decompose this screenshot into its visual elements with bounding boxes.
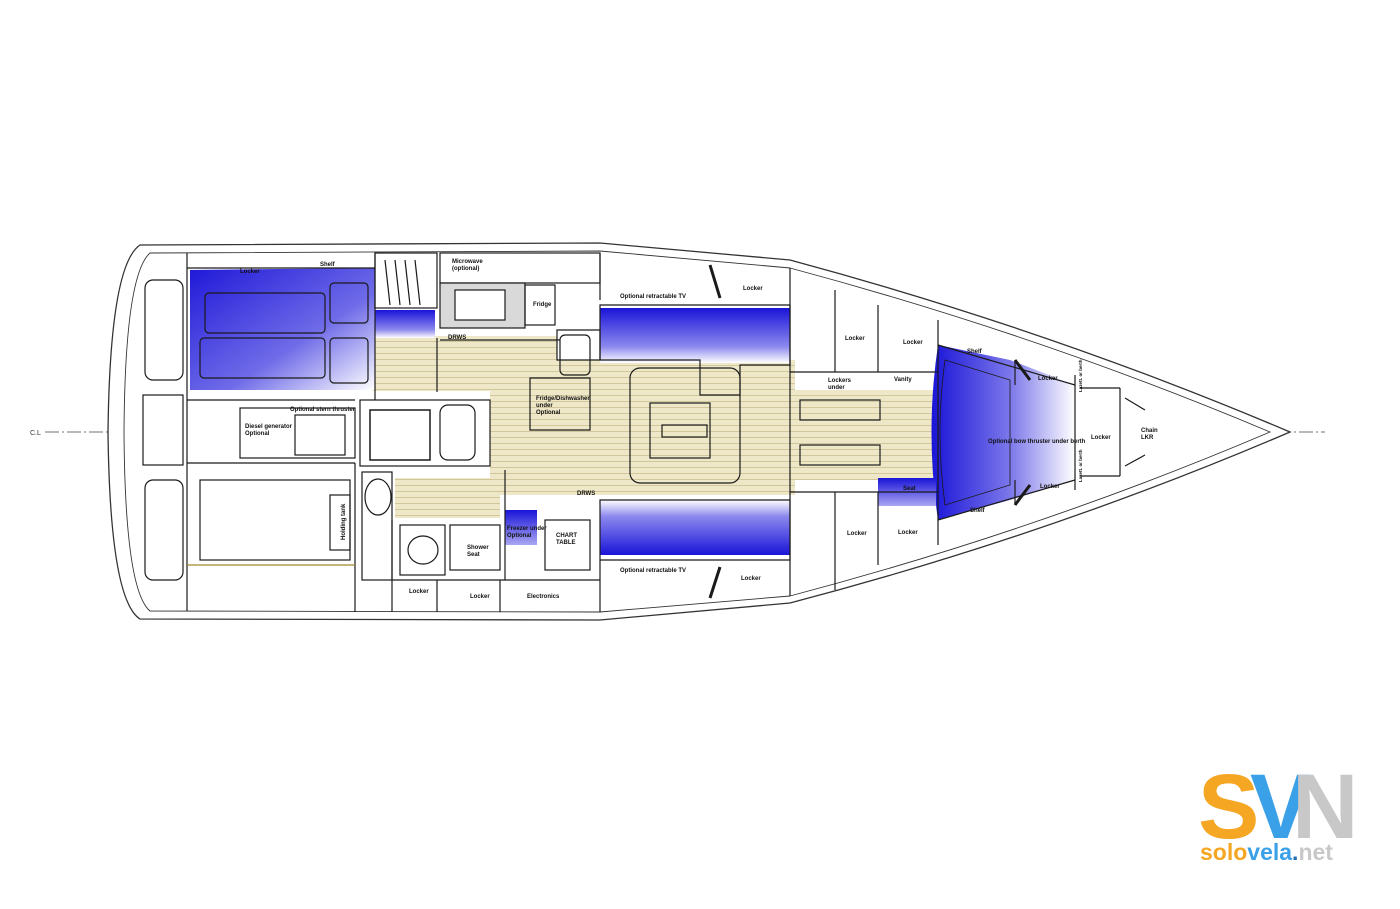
label-shelf-fwd-port: Shelf <box>967 349 983 355</box>
label-locker-fwd-s1: Locker <box>847 531 867 537</box>
logo-word-vela: vela <box>1247 839 1292 865</box>
label-locker-port-mid: Locker <box>743 286 763 292</box>
label-locker-fwd-s2: Locker <box>898 530 918 536</box>
centerline-label: C.L <box>30 430 41 437</box>
label-locker-fwd-p3: Locker <box>1038 376 1058 382</box>
label-microwave: Microwave(optional) <box>452 259 483 272</box>
label-locker-stbd-mid: Locker <box>741 576 761 582</box>
logo-letter-n: N <box>1292 756 1358 858</box>
label-locker-head-1: Locker <box>409 589 429 595</box>
label-shelf-fwd-stbd: Shelf <box>970 508 986 514</box>
label-fridge: Fridge <box>533 302 552 308</box>
solovela-logo: S V N solovela.net <box>1198 756 1358 865</box>
label-drws-nav: DRWS <box>577 491 595 497</box>
label-electronics: Electronics <box>527 594 560 600</box>
label-tv-stbd: Optional retractable TV <box>620 568 686 574</box>
label-locker-fwd-s3: Locker <box>1040 484 1060 490</box>
label-tv-port: Optional retractable TV <box>620 294 686 300</box>
cabin-highlights <box>190 268 1075 555</box>
svg-text:solovela.net: solovela.net <box>1200 839 1333 865</box>
label-bow-thruster: Optional bow thruster under berth <box>988 439 1086 445</box>
label-holding-tank: Holding tank <box>341 503 347 540</box>
label-stern-thruster: Optional stern thruster <box>290 407 356 413</box>
label-shelf-aft-port: Shelf <box>320 262 336 268</box>
label-vanity: Vanity <box>894 377 912 383</box>
label-locker-fwd-p1: Locker <box>845 336 865 342</box>
label-locker-aft-port: Locker <box>240 269 260 275</box>
label-locker-fwd-p2: Locker <box>903 340 923 346</box>
label-seat-fwd: Seat <box>903 486 916 492</box>
logo-word-dot: . <box>1292 839 1298 865</box>
label-drws-galley: DRWS <box>448 335 466 341</box>
label-lazy-bag-port: Lazett. or berth <box>1078 359 1083 392</box>
logo-word-solo: solo <box>1200 839 1247 865</box>
logo-letter-s: S <box>1198 756 1259 858</box>
label-locker-bow: Locker <box>1091 435 1111 441</box>
label-lazy-bag-stbd: Lazett. or berth <box>1078 449 1083 482</box>
logo-letter-v: V <box>1250 756 1311 858</box>
label-locker-head-2: Locker <box>470 594 490 600</box>
interior-structure <box>142 252 1146 612</box>
logo-word-net: net <box>1298 839 1333 865</box>
cabin-labels: Locker Shelf Microwave(optional) Fridge … <box>240 259 1158 600</box>
